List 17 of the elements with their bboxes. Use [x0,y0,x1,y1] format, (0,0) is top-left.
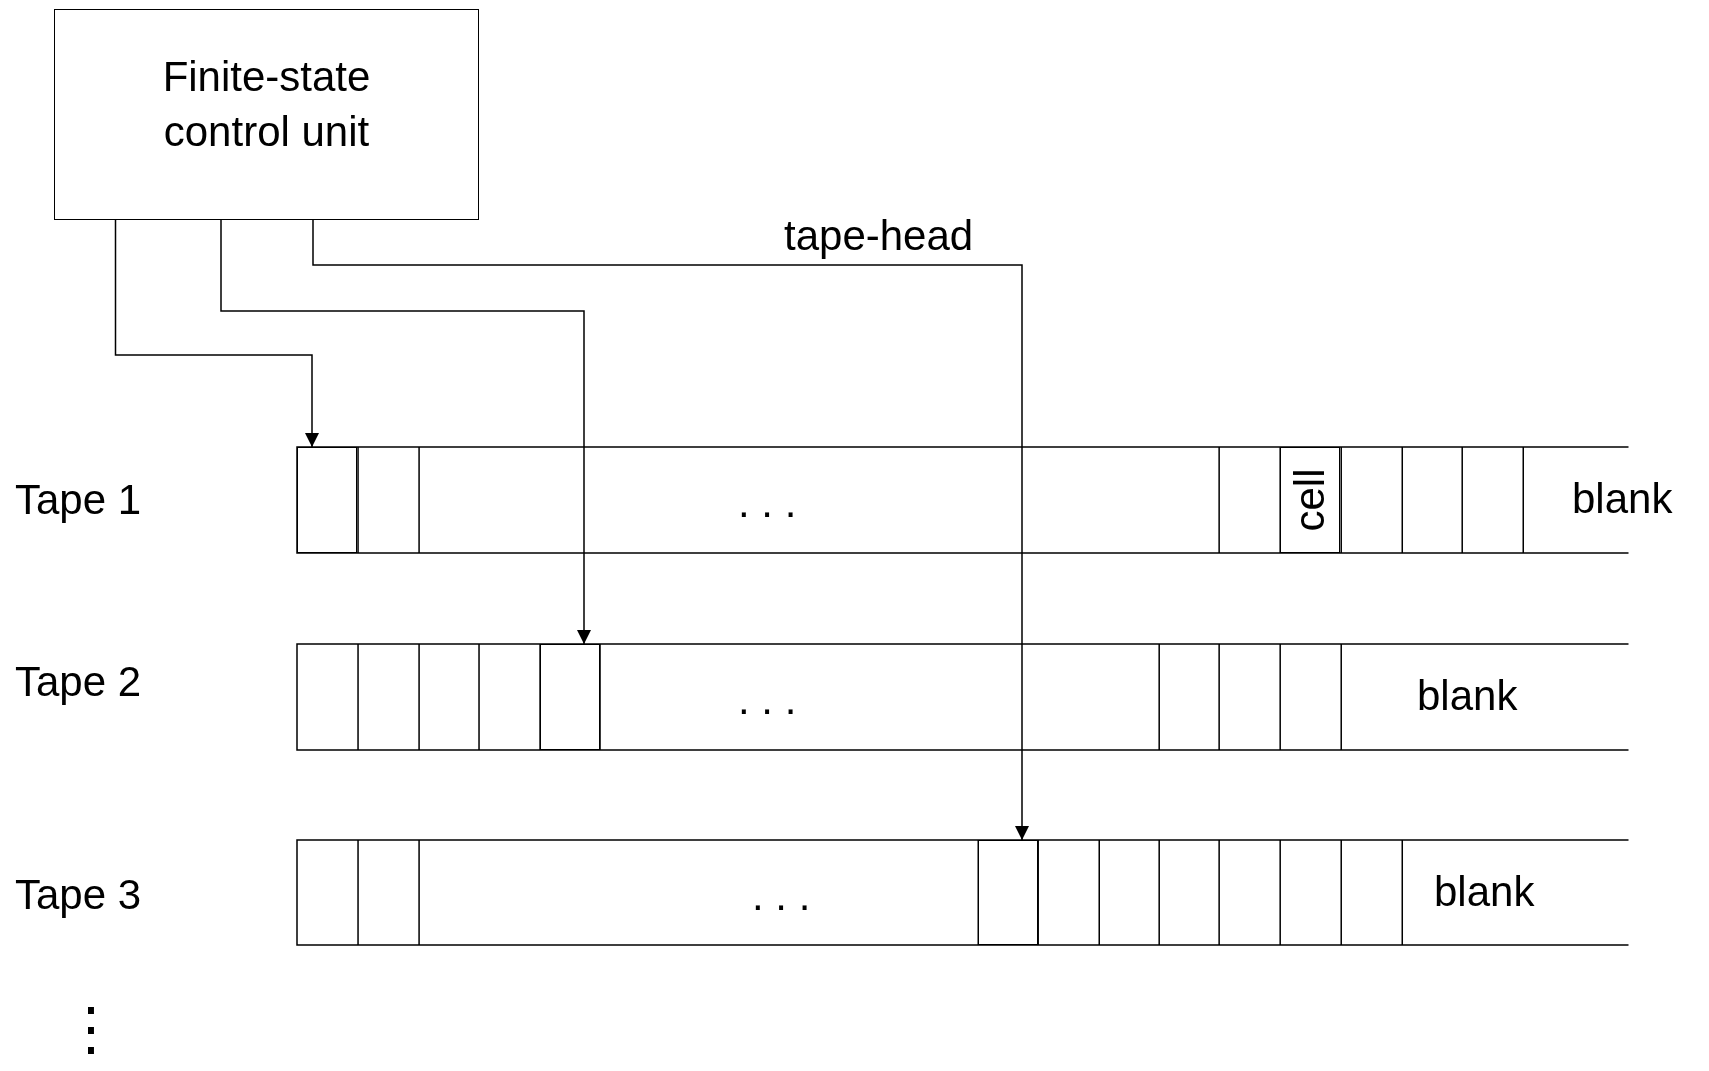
tape-cell [539,644,601,750]
tape-label: Tape 1 [15,479,142,521]
tape-label: Tape 3 [15,874,142,916]
tape-cell [1279,447,1341,553]
cell-label: cell [1288,468,1331,532]
tape-cell [296,447,358,553]
tape-label: Tape 2 [15,661,142,703]
blank-label: blank [1572,478,1673,520]
blank-label: blank [1434,870,1535,913]
tape-cell [977,840,1039,945]
unit-label: Finite-state control unit [161,51,372,157]
vertical-ellipsis: ⋮ [62,1000,120,1058]
ellipsis: . . . [752,874,811,917]
control-unit-box [54,9,479,220]
blank-label: blank [1417,675,1518,717]
ellipsis: . . . [738,482,797,524]
ellipsis: . . . [738,679,797,721]
